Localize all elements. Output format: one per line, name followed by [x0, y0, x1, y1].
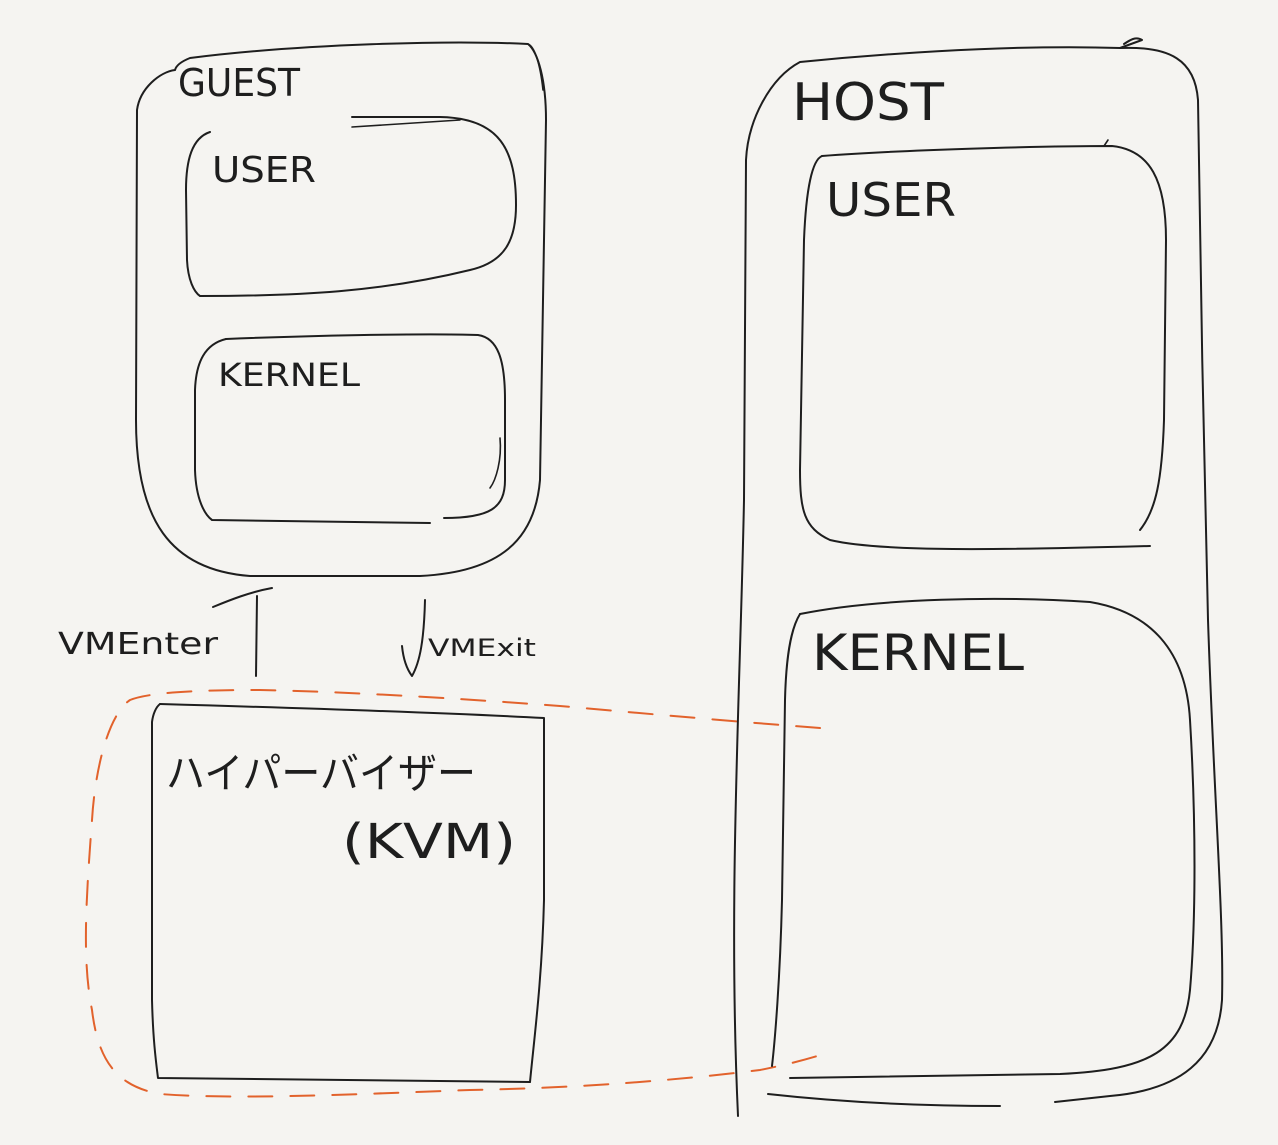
hypervisor-box: [151, 703, 545, 1083]
vmenter-arrow: [212, 587, 273, 677]
hypervisor-label: ハイパーバイザー: [166, 749, 476, 798]
host-kernel-label: KERNEL: [812, 624, 1024, 682]
host-user-label: USER: [826, 173, 956, 227]
host-kernel-box: [771, 597, 1196, 1079]
guest-user-box: [185, 116, 517, 297]
hypervisor-sublabel: (KVM): [342, 814, 516, 870]
guest-box: [135, 41, 547, 577]
vmenter-label: VMEnter: [58, 627, 219, 662]
vmexit-label: VMExit: [428, 634, 536, 662]
vmexit-arrow: [401, 599, 426, 677]
host-user-box: [799, 139, 1167, 551]
guest-kernel-box: [194, 333, 506, 524]
guest-title: GUEST: [178, 61, 301, 105]
guest-user-label: USER: [212, 150, 316, 191]
host-title: HOST: [792, 73, 944, 133]
host-box: [733, 37, 1224, 1117]
kvm-highlight-outline: [84, 689, 831, 1098]
guest-kernel-label: KERNEL: [218, 356, 360, 394]
